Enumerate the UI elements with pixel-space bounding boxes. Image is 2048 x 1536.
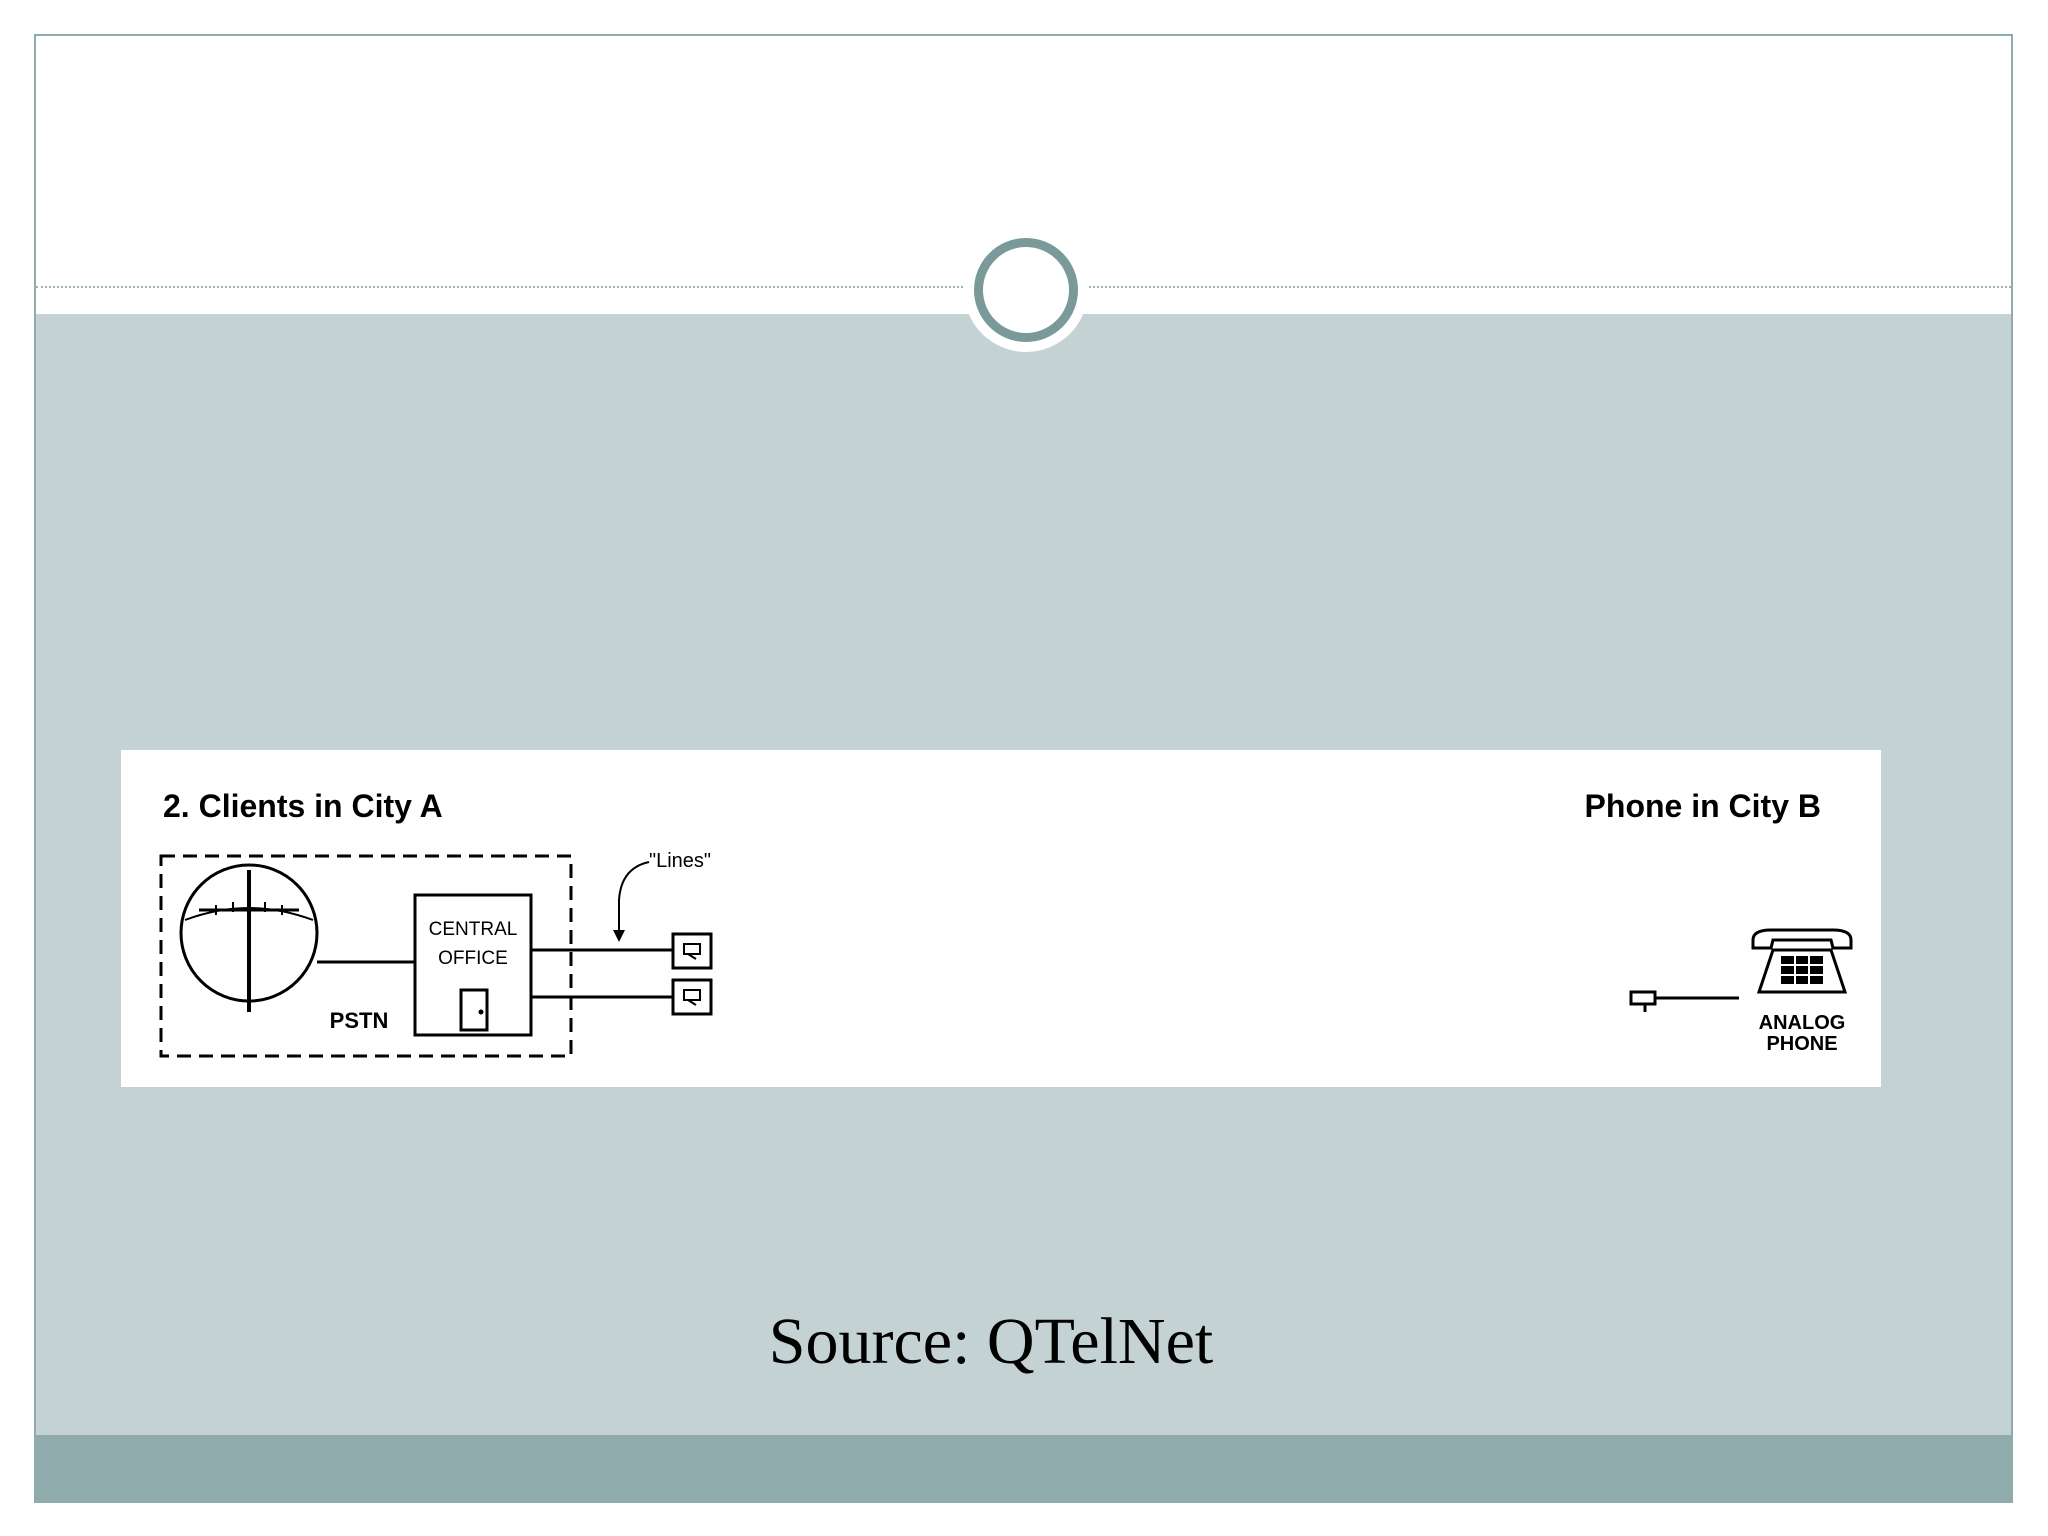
central-office-building [413,893,533,1037]
heading-clients-city-a: 2. Clients in City A [163,788,443,824]
wall-jack-icon [671,978,713,1016]
slide: 2. Clients in City A Phone in City B [34,34,2013,1503]
arrowhead-icon [613,930,625,942]
lines-callout-arrow [618,861,650,935]
phone-jack-icon [1629,990,1657,1012]
telephone-pole-icon [179,863,319,1012]
lines-label: "Lines" [649,850,711,872]
analog-phone-icon [1751,928,1853,994]
analog-phone-label-line2: PHONE [1766,1033,1837,1055]
heading-phone-city-b: Phone in City B [1585,788,1821,824]
wall-jack-icon [671,932,713,970]
door-icon [459,988,489,1032]
central-office-label-line2: OFFICE [438,948,508,969]
ring-ornament-icon [974,238,1078,342]
source-caption: Source: QTelNet [768,1305,1214,1378]
pstn-label: PSTN [330,1008,389,1033]
central-office-label-line1: CENTRAL [429,919,518,940]
network-diagram: 2. Clients in City A Phone in City B [121,750,1881,1087]
pstn-boundary [159,854,573,1058]
analog-phone-label-line1: ANALOG [1759,1012,1846,1034]
slide-footer-band [36,1435,2011,1501]
